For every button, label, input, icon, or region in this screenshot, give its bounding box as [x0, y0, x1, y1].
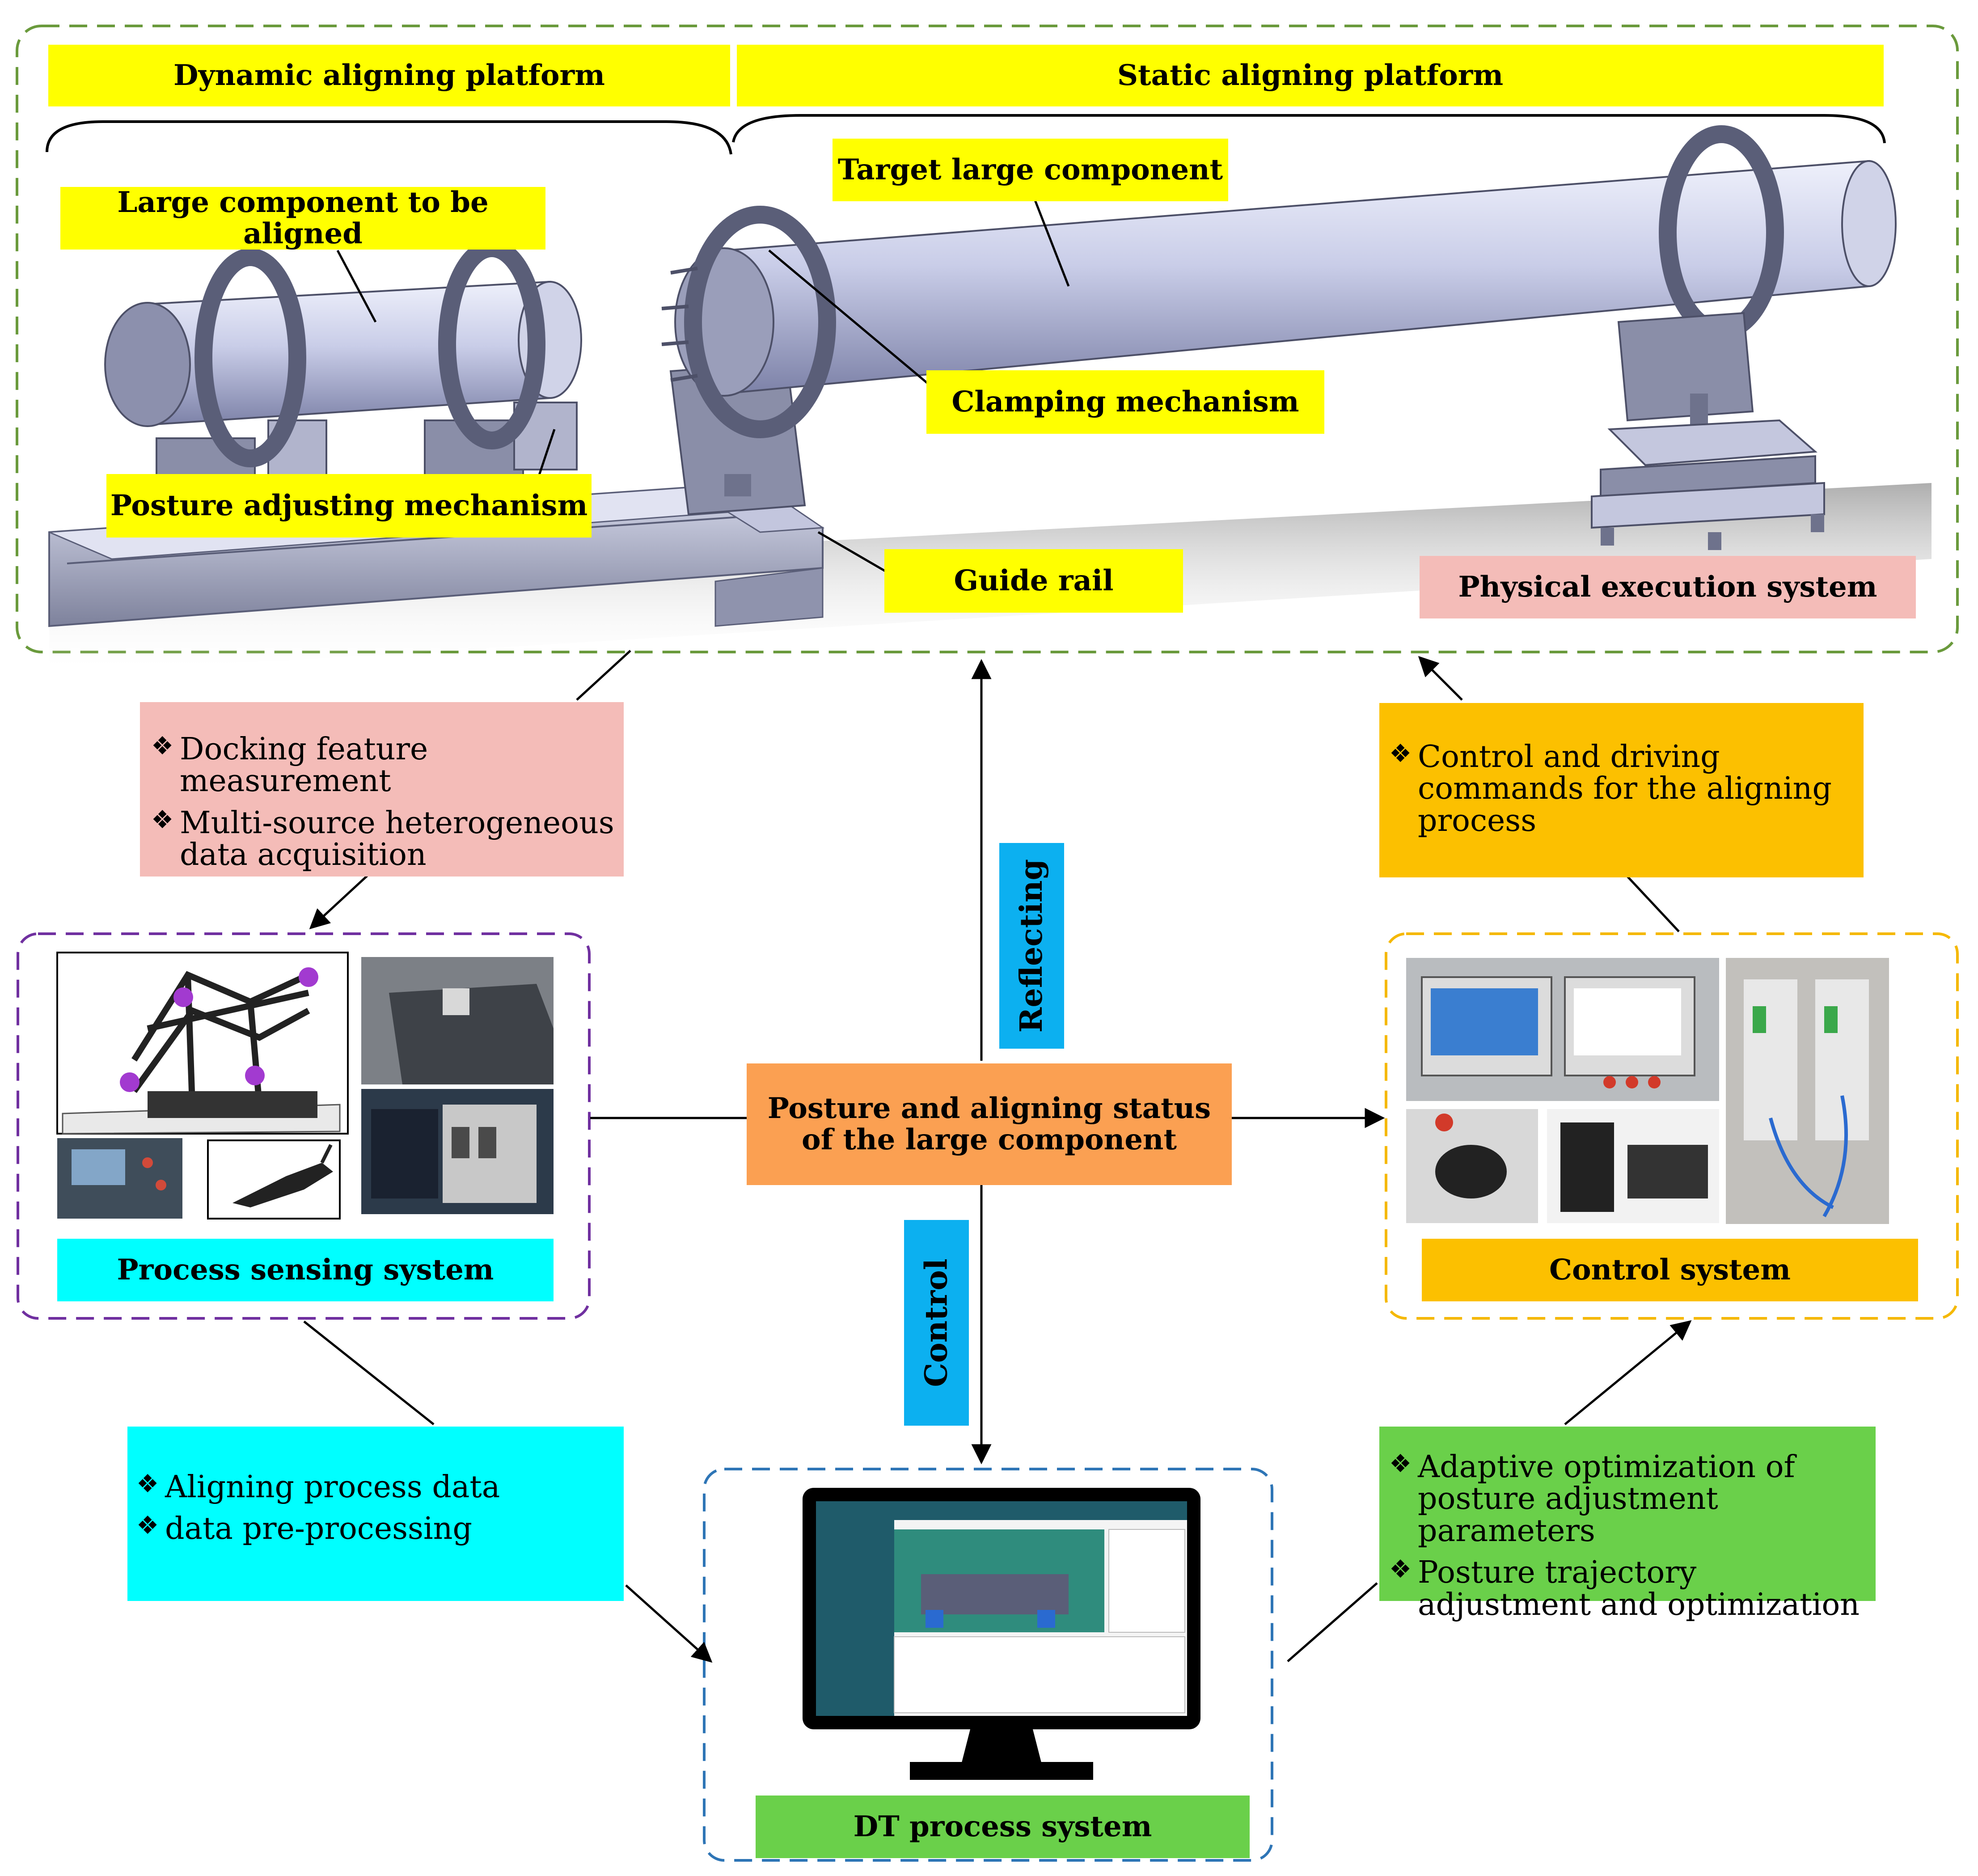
center-status-box: Posture and aligning status of the large… [747, 1063, 1232, 1185]
optimization-item: Posture trajectory adjustment and optimi… [1389, 1557, 1867, 1621]
measurement-box: Docking feature measurement Multi-source… [140, 702, 624, 877]
control-label: Control [904, 1220, 969, 1426]
sensing-frame [17, 932, 591, 1320]
optimization-item: Adaptive optimization of posture adjustm… [1389, 1451, 1867, 1547]
control-frame [1385, 932, 1959, 1320]
process-sensing-label: Process sensing system [57, 1239, 554, 1301]
optimization-box: Adaptive optimization of posture adjustm… [1379, 1427, 1876, 1621]
reflecting-label: Reflecting [999, 843, 1064, 1049]
component-to-align-label: Large component to be aligned [60, 186, 545, 250]
sensing-images [56, 952, 554, 1220]
process-data-box: Aligning process data data pre-processin… [127, 1427, 624, 1601]
control-images [1406, 958, 1889, 1224]
clamping-label: Clamping mechanism [926, 370, 1324, 434]
physical-system-label: Physical execution system [1420, 556, 1916, 618]
dynamic-brace [46, 120, 732, 155]
reflecting-text: Reflecting [1014, 859, 1050, 1033]
dt-system-label: DT process system [756, 1796, 1250, 1858]
control-system-label: Control system [1422, 1239, 1918, 1301]
process-data-item: Aligning process data [136, 1471, 615, 1503]
pointer-lines [336, 194, 1070, 574]
static-brace [732, 114, 1886, 144]
static-component-model [661, 125, 1897, 550]
physical-frame [16, 25, 1959, 653]
measurement-item: Multi-source heterogeneous data acquisit… [151, 807, 615, 871]
guide-rail-label: Guide rail [884, 549, 1183, 613]
commands-box: Control and driving commands for the ali… [1379, 703, 1864, 877]
posture-adjusting-label: Posture adjusting mechanism [106, 474, 592, 538]
process-data-item: data pre-processing [136, 1513, 615, 1545]
commands-item: Control and driving commands for the ali… [1389, 741, 1855, 837]
dt-frame [703, 1468, 1273, 1862]
connection-arrows [303, 650, 1692, 1663]
measurement-item: Docking feature measurement [151, 733, 615, 797]
control-text: Control [918, 1258, 955, 1387]
static-platform-label: Static aligning platform [737, 45, 1884, 106]
monitor-icon [803, 1488, 1200, 1780]
target-component-label: Target large component [833, 139, 1228, 201]
dynamic-platform-label: Dynamic aligning platform [48, 45, 730, 106]
